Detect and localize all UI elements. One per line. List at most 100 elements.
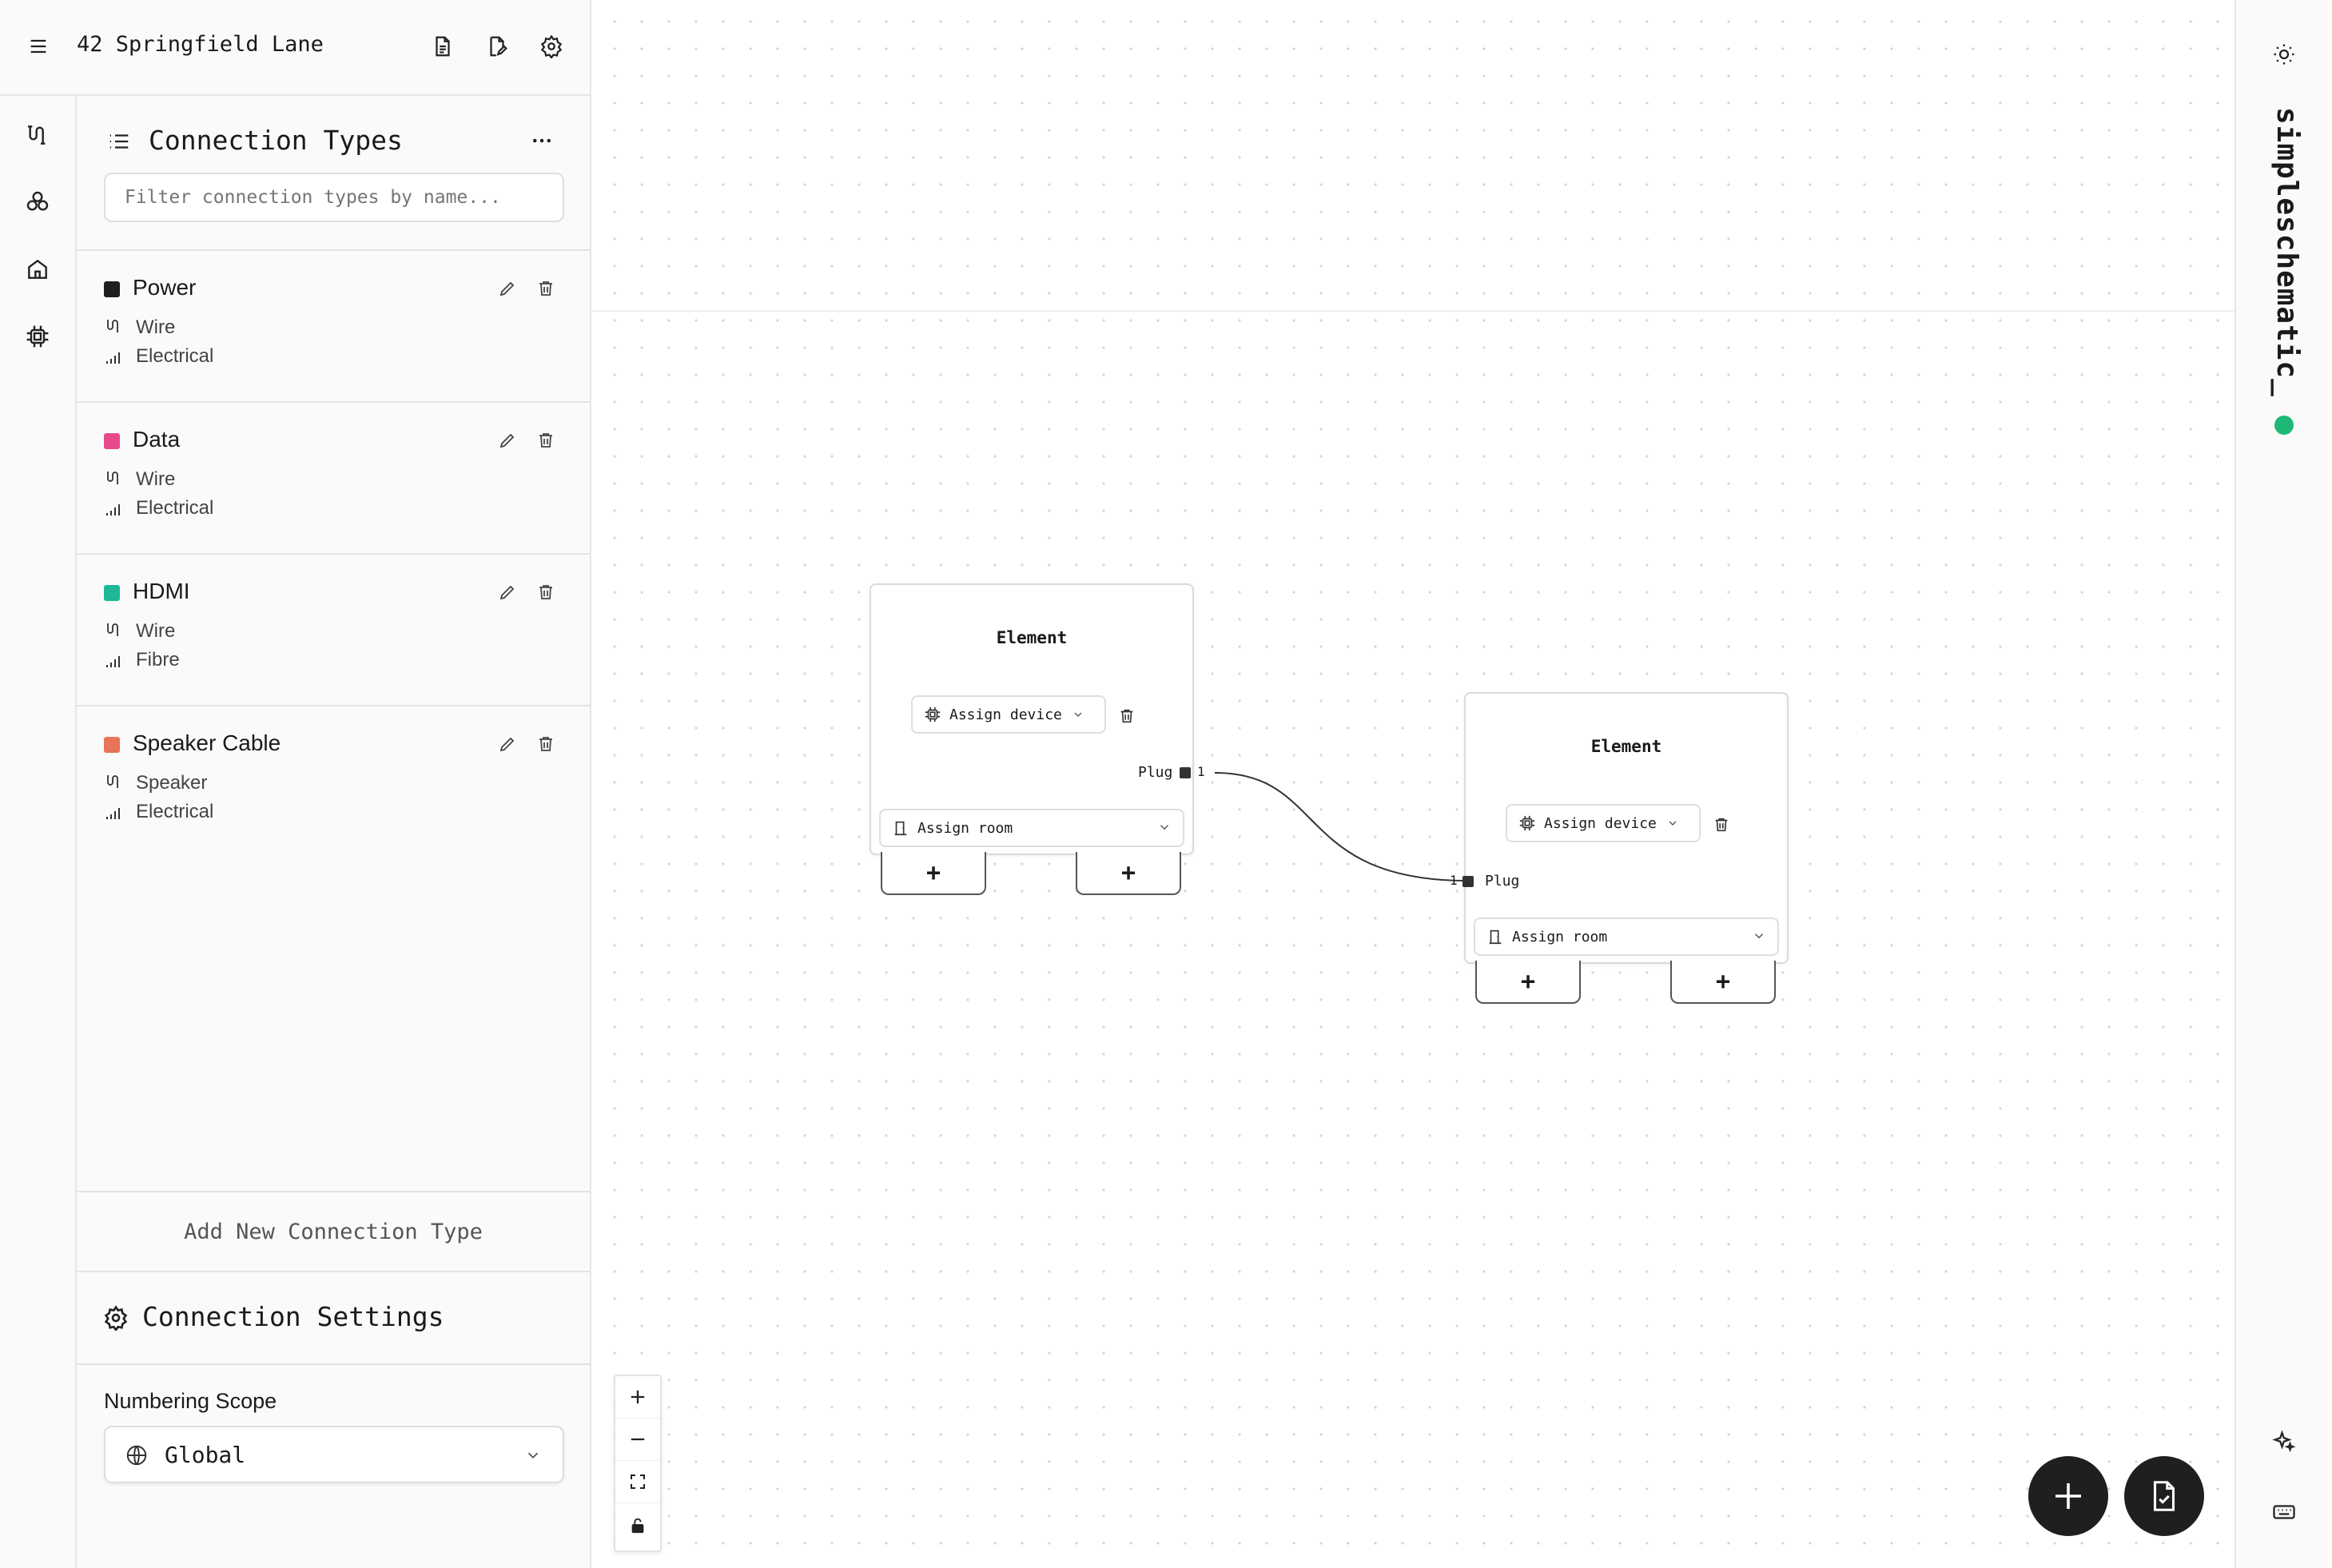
chevron-down-icon [1157,820,1172,834]
type-category: Electrical [136,345,214,367]
connection-types-panel: Connection Types Power Wire Electrical D… [77,96,590,1568]
zoom-in-icon[interactable] [615,1376,660,1419]
document-edit-icon[interactable] [481,30,513,62]
connection-type-card[interactable]: HDMI Wire Fibre [77,555,590,706]
type-category: Electrical [136,801,214,822]
zoom-controls [614,1375,662,1552]
port-number: 1 [1450,873,1458,888]
sun-icon[interactable] [2268,38,2300,70]
assign-device-button[interactable]: Assign device [911,695,1106,734]
trash-icon[interactable] [532,427,559,454]
element-node[interactable]: Element Assign device Plug 1 Assign room [870,583,1205,855]
type-medium: Wire [136,468,176,490]
connection-wire[interactable] [591,0,2235,1568]
type-name: Power [133,275,197,300]
output-port[interactable] [1180,767,1191,778]
canvas-guide-line [591,310,2235,312]
divider [77,249,590,251]
divider [77,1191,590,1192]
chevron-down-icon [1666,817,1679,830]
panel-border [590,0,591,1568]
color-swatch [104,281,120,297]
trash-icon[interactable] [1710,814,1733,836]
wire-icon [104,620,125,641]
trash-icon[interactable] [532,579,559,606]
add-connection-type-button[interactable]: Add New Connection Type [184,1219,483,1244]
color-swatch [104,433,120,449]
connection-type-card[interactable]: Data Wire Electrical [77,403,590,555]
color-swatch [104,585,120,601]
connection-type-card[interactable]: Power Wire Electrical [77,251,590,403]
type-name: Speaker Cable [133,730,281,755]
numbering-scope-select[interactable]: Global [104,1426,564,1483]
components-icon[interactable] [21,185,54,219]
add-input-button[interactable]: + [1475,961,1581,1004]
type-category: Fibre [136,649,180,671]
add-input-button[interactable]: + [881,852,986,895]
gear-icon[interactable] [535,30,567,62]
add-output-button[interactable]: + [1076,852,1181,895]
chip-icon [924,706,941,723]
assign-device-label: Assign device [949,706,1062,723]
lock-icon[interactable] [615,1503,660,1548]
right-sidebar: simpleschematic_ [2235,0,2332,1568]
more-options-icon[interactable] [526,125,558,157]
signal-icon [104,802,125,823]
assign-room-select[interactable]: Assign room [1474,917,1779,956]
fit-view-icon[interactable] [615,1461,660,1503]
document-icon[interactable] [427,30,459,62]
color-swatch [104,737,120,753]
pencil-icon[interactable] [494,275,521,302]
chevron-down-icon [1752,929,1766,943]
status-dot [2274,416,2294,435]
sparkle-icon[interactable] [2268,1426,2300,1458]
connection-type-card[interactable]: Speaker Cable Speaker Electrical [77,706,590,857]
node-title: Element [996,628,1068,647]
type-category: Electrical [136,497,214,519]
globe-icon [123,1442,150,1469]
keyboard-icon[interactable] [2268,1496,2300,1528]
type-name: HDMI [133,579,190,603]
chip-icon[interactable] [21,320,54,353]
connection-icon[interactable] [21,118,54,152]
pencil-icon[interactable] [494,730,521,758]
signal-icon [104,499,125,519]
wire-icon [104,772,125,793]
brand-name: simpleschematic_ [2270,107,2303,397]
home-icon[interactable] [21,253,54,286]
settings-title: Connection Settings [142,1301,444,1332]
divider [77,1363,590,1365]
door-icon [1486,928,1504,945]
port-label: Plug [1485,873,1520,889]
wire-icon [104,316,125,337]
input-port[interactable] [1462,876,1474,887]
signal-icon [104,651,125,671]
trash-icon[interactable] [1116,705,1138,727]
pencil-icon[interactable] [494,427,521,454]
assign-device-button[interactable]: Assign device [1506,804,1701,842]
type-medium: Wire [136,620,176,642]
project-title: 42 Springfield Lane [77,32,324,57]
pencil-icon[interactable] [494,579,521,606]
export-document-button[interactable] [2124,1456,2204,1536]
assign-room-label: Assign room [917,819,1013,837]
port-number: 1 [1197,764,1205,779]
filter-input[interactable] [104,173,564,222]
schematic-canvas[interactable]: Element Assign device Plug 1 Assign room [591,0,2235,1568]
left-rail [0,96,77,1568]
menu-icon[interactable] [22,30,54,62]
node-title: Element [1590,737,1662,756]
assign-device-label: Assign device [1544,814,1657,832]
port-label: Plug [1138,764,1173,781]
zoom-out-icon[interactable] [615,1419,660,1461]
gear-icon [101,1303,131,1333]
element-node[interactable]: Element Assign device 1 Plug Assign room [1450,692,1789,964]
assign-room-select[interactable]: Assign room [879,809,1184,847]
wire-icon [104,468,125,489]
add-output-button[interactable]: + [1670,961,1776,1004]
trash-icon[interactable] [532,275,559,302]
panel-title: Connection Types [149,125,403,156]
numbering-scope-value: Global [165,1442,246,1468]
trash-icon[interactable] [532,730,559,758]
add-element-button[interactable] [2028,1456,2108,1536]
